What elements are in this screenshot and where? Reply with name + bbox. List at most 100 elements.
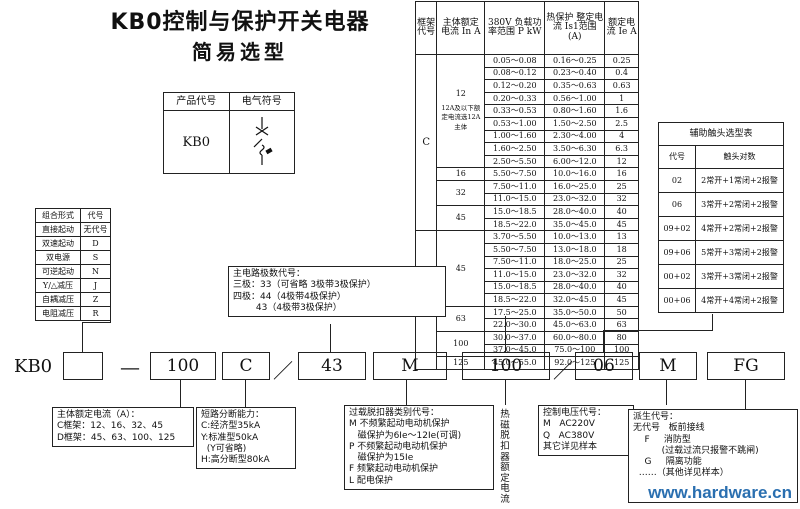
thermal-range: 3.50～6.30 [544, 142, 606, 156]
aux-contacts: 3常开+2常闭+2报警 [695, 192, 784, 217]
thermal-range: 0.80～1.60 [544, 104, 606, 118]
connector-line [745, 379, 746, 409]
combination-name: Y/△减压 [35, 278, 81, 293]
connector-line [603, 330, 713, 331]
aux-code: 00+06 [658, 288, 696, 313]
combination-code: R [80, 306, 111, 321]
connector-line [110, 235, 111, 322]
power-range: 15.0～18.5 [484, 205, 546, 219]
thermal-range: 45.0～63.0 [544, 318, 606, 333]
connector-line [82, 322, 83, 352]
power-range: 17.5～25.0 [484, 305, 546, 320]
aux-code: 09+06 [658, 240, 696, 265]
thermal-range: 6.00～12.0 [544, 154, 606, 169]
combination-name: 可逆起动 [35, 264, 81, 279]
combination-code: J [80, 278, 111, 293]
rated-current: 25 [604, 255, 639, 270]
aux-title: 辅助触头选型表 [658, 122, 784, 146]
rated-current: 13 [604, 230, 639, 244]
connector-line [406, 379, 407, 405]
combination-code: N [80, 264, 111, 279]
thermal-range: 0.23～0.40 [544, 66, 606, 81]
thermal-range: 1.50～2.50 [544, 116, 606, 131]
aux-header-row: 代号触头对数 [658, 145, 784, 169]
thermal-range: 32.0～45.0 [544, 293, 606, 307]
connector-line [603, 330, 604, 352]
code-header: 代号 [80, 208, 111, 223]
power-range: 7.50～11.0 [484, 179, 546, 194]
rating-header-1: 主体额定电流 In A [436, 1, 486, 55]
combination-name: 自耦减压 [35, 292, 81, 307]
rated-current: 80 [604, 331, 639, 345]
release-type-note: 过载脱扣器类别代号： M 不频繁起动电动机保护 磁保护为6Ie～12Ie(可调)… [344, 405, 494, 490]
aux-code-header: 代号 [658, 145, 696, 169]
electrical-symbol-header: 电气符号 [228, 92, 295, 111]
page-subtitle: 简易选型 [192, 40, 288, 64]
main-current: 12 [455, 88, 466, 98]
main-current-cell: 32 [436, 179, 486, 207]
switch-symbol-icon [253, 116, 273, 165]
thermal-range: 0.56～1.00 [544, 91, 606, 106]
rating-header-4: 额定电流 Ie A [604, 1, 639, 55]
thermal-range: 23.0～32.0 [544, 192, 606, 207]
combination-code: D [80, 236, 111, 251]
power-range: 1.00～1.60 [484, 129, 546, 144]
thermal-range: 2.30～4.00 [544, 129, 606, 144]
thermal-range: 16.0～25.0 [544, 179, 606, 194]
main-current-note: 主体额定电流（A）： C框架：12、16、32、45 D框架：45、63、100… [52, 407, 194, 447]
control-voltage-note: 控制电压代号： M AC220V Q AC380V 其它详见样本 [538, 405, 634, 456]
main-current: 125 [453, 358, 469, 368]
frame-code: C [414, 53, 438, 232]
thermal-range: 35.0～50.0 [544, 305, 606, 320]
main-current: 45 [455, 263, 466, 273]
rated-current: 45 [604, 217, 639, 232]
connector-line [180, 379, 181, 407]
rated-current: 40 [604, 280, 639, 295]
power-range: 3.70～5.50 [484, 230, 546, 244]
rating-header-3: 热保护 整定电流 Is1范围 (A) [544, 1, 606, 55]
thermal-range: 35.0～45.0 [544, 217, 606, 232]
thermal-range: 10.0～16.0 [544, 167, 606, 181]
power-range: 0.20～0.33 [484, 91, 546, 106]
rated-current: 1.6 [604, 104, 639, 118]
power-range: 11.0～15.0 [484, 268, 546, 282]
main-current-cell: 125 [436, 356, 486, 370]
combination-code: 无代号 [80, 222, 111, 237]
rated-current: 12 [604, 154, 639, 169]
rated-current: 1 [604, 91, 639, 106]
aux-code: 09+02 [658, 216, 696, 241]
rated-current: 32 [604, 268, 639, 282]
thermal-current-label: 热磁脱扣器额定电流 [500, 409, 510, 505]
connector-line [330, 324, 331, 352]
thermal-range: 13.0～18.0 [544, 242, 606, 257]
rated-current: 50 [604, 305, 639, 320]
power-range: 0.33～0.53 [484, 104, 546, 118]
connector-line [666, 379, 667, 405]
connector-line [82, 322, 111, 323]
code-slash-2: ／ [553, 359, 573, 383]
main-current: 100 [453, 339, 469, 349]
combination-name: 双电源 [35, 250, 81, 265]
rated-current: 0.63 [604, 79, 639, 93]
aux-title-row: 辅助触头选型表 [658, 122, 784, 146]
power-range: 18.5～22.0 [484, 217, 546, 232]
aux-code: 00+02 [658, 264, 696, 289]
rated-current: 16 [604, 167, 639, 181]
code-field-thermal: 100 [462, 352, 550, 380]
thermal-range: 18.0～25.0 [544, 255, 606, 270]
